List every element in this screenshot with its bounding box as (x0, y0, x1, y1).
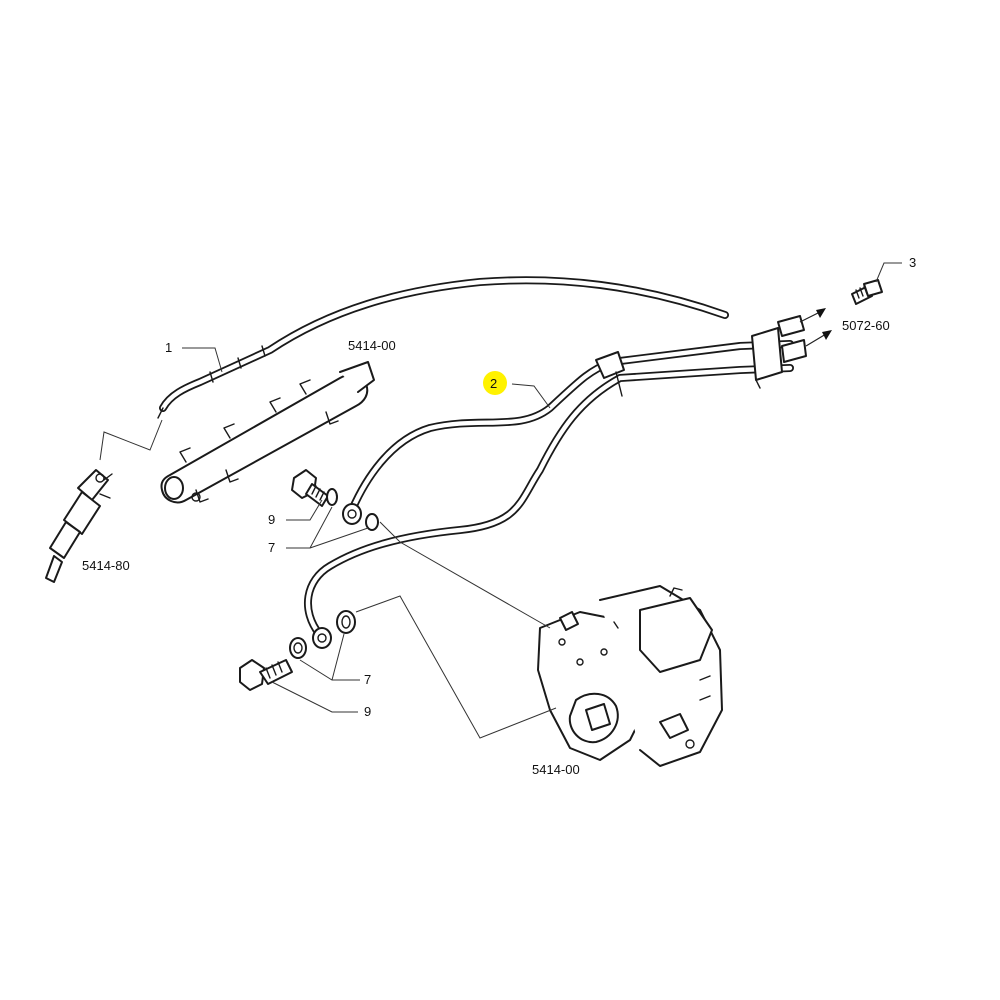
callout-7-lower: 7 (364, 672, 371, 687)
ref-rail: 5414-00 (348, 338, 396, 353)
leader-injector-to-pipe (99, 419, 163, 461)
screw-3 (851, 279, 883, 305)
leader-7-lower (299, 633, 360, 681)
leader-rail-to-pump (379, 521, 551, 629)
outlet-arrows (799, 308, 832, 347)
leader-9-lower (271, 681, 358, 713)
callout-3: 3 (909, 255, 916, 270)
ref-outlet: 5072-60 (842, 318, 890, 333)
feed-pipe[interactable] (303, 315, 807, 649)
ref-injector: 5414-80 (82, 558, 130, 573)
washers (289, 488, 379, 659)
leader-1 (182, 347, 223, 373)
injector (45, 469, 113, 583)
return-pipe[interactable] (157, 276, 729, 419)
callout-9-upper: 9 (268, 512, 275, 527)
callout-1: 1 (165, 340, 172, 355)
leader-9-upper (286, 499, 323, 521)
callout-2: 2 (490, 376, 497, 391)
callout-2-highlight (483, 371, 507, 395)
leader-3 (875, 262, 902, 283)
leader-washer-to-pump (355, 595, 557, 739)
leader-7-upper (286, 506, 369, 549)
callout-7-upper: 7 (268, 540, 275, 555)
fuel-rail (160, 361, 375, 504)
hp-pump (537, 585, 723, 767)
callout-9-lower: 9 (364, 704, 371, 719)
banjo-bolt-upper (291, 469, 329, 507)
ref-pump: 5414-00 (532, 762, 580, 777)
banjo-bolt-lower (239, 659, 293, 691)
leader-2 (511, 383, 551, 409)
